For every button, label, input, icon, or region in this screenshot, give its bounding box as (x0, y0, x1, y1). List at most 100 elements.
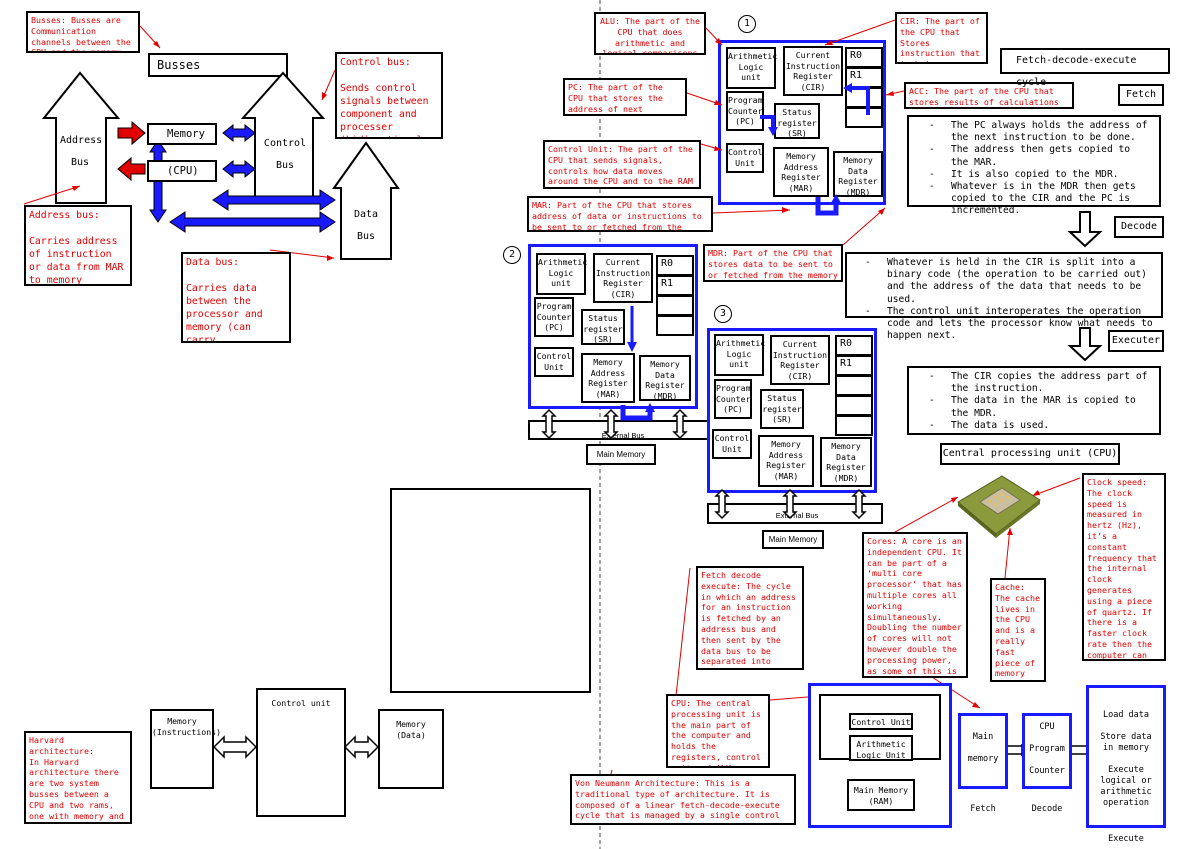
cpu-diagram-1: Arithmetic Logic unit Current Instructio… (718, 40, 886, 205)
von-alu: Arithmetic Logic Unit (849, 735, 913, 761)
von-decode-label: Decode (1031, 804, 1063, 814)
diagram-number-3: 3 (714, 305, 732, 323)
cpu-box: (CPU) (147, 160, 217, 182)
cpu3-reg-5 (835, 415, 873, 436)
cpu1-cir: Current Instruction Register (CIR) (783, 46, 843, 96)
red-arrow-left (117, 156, 146, 182)
address-bus-label: Address Bus (60, 135, 103, 168)
main-memory-3: Main Memory (762, 530, 824, 549)
main-memory-2: Main Memory (586, 444, 656, 465)
cycle-title: Fetch-decode-execute cycle (1000, 48, 1170, 88)
cpu1-reg-4 (845, 107, 883, 128)
cpu2-cir: Current Instruction Register (CIR) (593, 253, 653, 303)
cpu2-alu: Arithmetic Logic unit (536, 253, 587, 295)
execute-label: Executer (1108, 330, 1164, 352)
decode-points: Whatever is held in the CIR is split int… (845, 252, 1163, 341)
von-execute-label: Execute (1108, 834, 1144, 844)
cpu3-reg-4 (835, 395, 873, 416)
acc-note: ACC: The part of the CPU that stores res… (904, 82, 1074, 109)
busses-title: Busses (148, 53, 288, 77)
harvard-arrow-left (212, 735, 258, 759)
harvard-memory-instructions: Memory (Instructions) (150, 709, 221, 789)
cpu-title: Central processing unit (CPU) (940, 443, 1120, 465)
blue-double-arrow-2 (222, 159, 256, 179)
cpu3-cir: Current Instruction Register (CIR) (770, 335, 830, 385)
von-main-memory-ram: Main Memory (RAM) (847, 779, 915, 811)
execute-point: The data in the MAR is copied to the MDR… (929, 395, 1153, 419)
cpu3-r1: R1 (835, 355, 873, 376)
von-main-memory: Main memory (958, 713, 1008, 789)
cpu1-reg-3 (845, 87, 883, 108)
busses-note: Busses: Busses are Communication channel… (26, 11, 140, 53)
cpu-diagram-2: Arithmetic Logic unit Current Instructio… (528, 244, 698, 409)
cpu2-cu: Control Unit (534, 347, 574, 377)
cpu2-mar: Memory Address Register (MAR) (581, 353, 635, 403)
cpu2-mdr: Memory Data Register (MDR) (639, 355, 691, 401)
cpu-diagram-3: Arithmetic Logic unit Current Instructio… (707, 328, 877, 493)
memory-box: Memory (147, 123, 217, 145)
control-bus-note: Control bus: Sends control signals betwe… (335, 52, 443, 139)
harvard-control-unit: Control unit (256, 688, 346, 817)
cpu3-mdr: Memory Data Register (MDR) (820, 437, 872, 487)
fetch-decode-execute-note: Fetch decode execute: The cycle in which… (696, 566, 804, 670)
diagram-number-2: 2 (503, 246, 521, 264)
diagram-number-1: 1 (738, 15, 756, 33)
fetch-point: The address then gets copied to the MAR. (929, 144, 1153, 168)
cpu2-reg-4 (656, 315, 694, 336)
cpu3-mar: Memory Address Register (MAR) (758, 435, 814, 487)
cpu3-cu: Control Unit (712, 429, 752, 459)
cpu3-sr: Status register (SR) (760, 389, 804, 429)
address-bus-note: Address bus: Carries address of instruct… (24, 205, 132, 286)
von-neumann-cpu-block: CPU Control Unit Arithmetic Logic Unit M… (808, 683, 952, 828)
cir-note: CIR: The part of the CPU that Stores ins… (895, 12, 988, 64)
blue-double-arrow-1 (222, 123, 256, 143)
harvard-arrow-right (343, 735, 380, 759)
cpu3-pc: Program Counter (PC) (714, 379, 752, 419)
blue-double-arrow-3 (212, 189, 336, 211)
cpu1-mdr: Memory Data Register (MDR) (833, 151, 883, 197)
pc-note: PC: The part of the CPU that stores the … (563, 78, 687, 116)
mdr-note: MDR: Part of the CPU that stores data to… (703, 244, 843, 282)
external-bus-2: External Bus (528, 420, 714, 440)
decode-point: The control unit interoperates the opera… (865, 306, 1155, 343)
decode-point: Whatever is held in the CIR is split int… (865, 257, 1155, 306)
red-arrow-right (117, 120, 146, 146)
cpu2-pc: Program Counter (PC) (534, 297, 574, 337)
external-bus-3-label: External Bus (775, 511, 819, 520)
blue-double-arrow-4 (169, 211, 336, 233)
control-bus-label: Control Bus (263, 138, 307, 171)
cpu1-cu: Control Unit (726, 143, 764, 173)
cache-note: Cache: The cache lives in the CPU and is… (990, 578, 1046, 682)
execute-point: The CIR copies the address part of the i… (929, 371, 1153, 395)
cpu1-alu: Arithmetic Logic unit (726, 47, 777, 89)
cpu2-r0: R0 (656, 255, 694, 276)
external-bus-2-label: External Bus (601, 431, 645, 440)
blank-image-box (390, 488, 591, 693)
cpu3-reg-3 (835, 375, 873, 396)
von-neumann-note: Von Neumann Architecture: This is a trad… (570, 774, 796, 825)
cpu1-r1: R1 (845, 67, 883, 88)
cpu-chip-image (957, 475, 1041, 538)
mar-note: MAR: Part of the CPU that stores address… (527, 196, 713, 232)
fetch-points: The PC always holds the address of the n… (907, 115, 1161, 216)
decode-label: Decode (1114, 216, 1164, 238)
cpu1-r0: R0 (845, 47, 883, 68)
cpu1-sr: Status register (SR) (774, 103, 820, 139)
von-control-unit: Control Unit (849, 713, 913, 730)
external-bus-3: External Bus (707, 503, 883, 524)
alu-note: ALU: The part of the CPU that does arith… (594, 12, 706, 55)
harvard-memory-data: Memory (Data) (378, 709, 444, 789)
fetch-point: Whatever is in the MDR then gets copied … (929, 181, 1153, 218)
cpu3-alu: Arithmetic Logic unit (714, 334, 765, 376)
cpu2-sr: Status register (SR) (581, 309, 625, 345)
cpu1-mar: Memory Address Register (MAR) (773, 147, 829, 197)
cpu1-pc: Program Counter (PC) (726, 91, 764, 131)
fetch-point: The PC always holds the address of the n… (929, 120, 1153, 144)
cores-note: Cores: A core is an independent CPU. It … (862, 532, 968, 678)
von-execute-box: Load data Store data in memory Execute l… (1086, 685, 1166, 828)
cpu2-r1: R1 (656, 275, 694, 296)
fetch-label: Fetch (1118, 84, 1164, 106)
cpu2-reg-3 (656, 295, 694, 316)
execute-points: The CIR copies the address part of the i… (907, 366, 1161, 435)
control-unit-note: Control Unit: The part of the CPU that s… (543, 140, 701, 189)
